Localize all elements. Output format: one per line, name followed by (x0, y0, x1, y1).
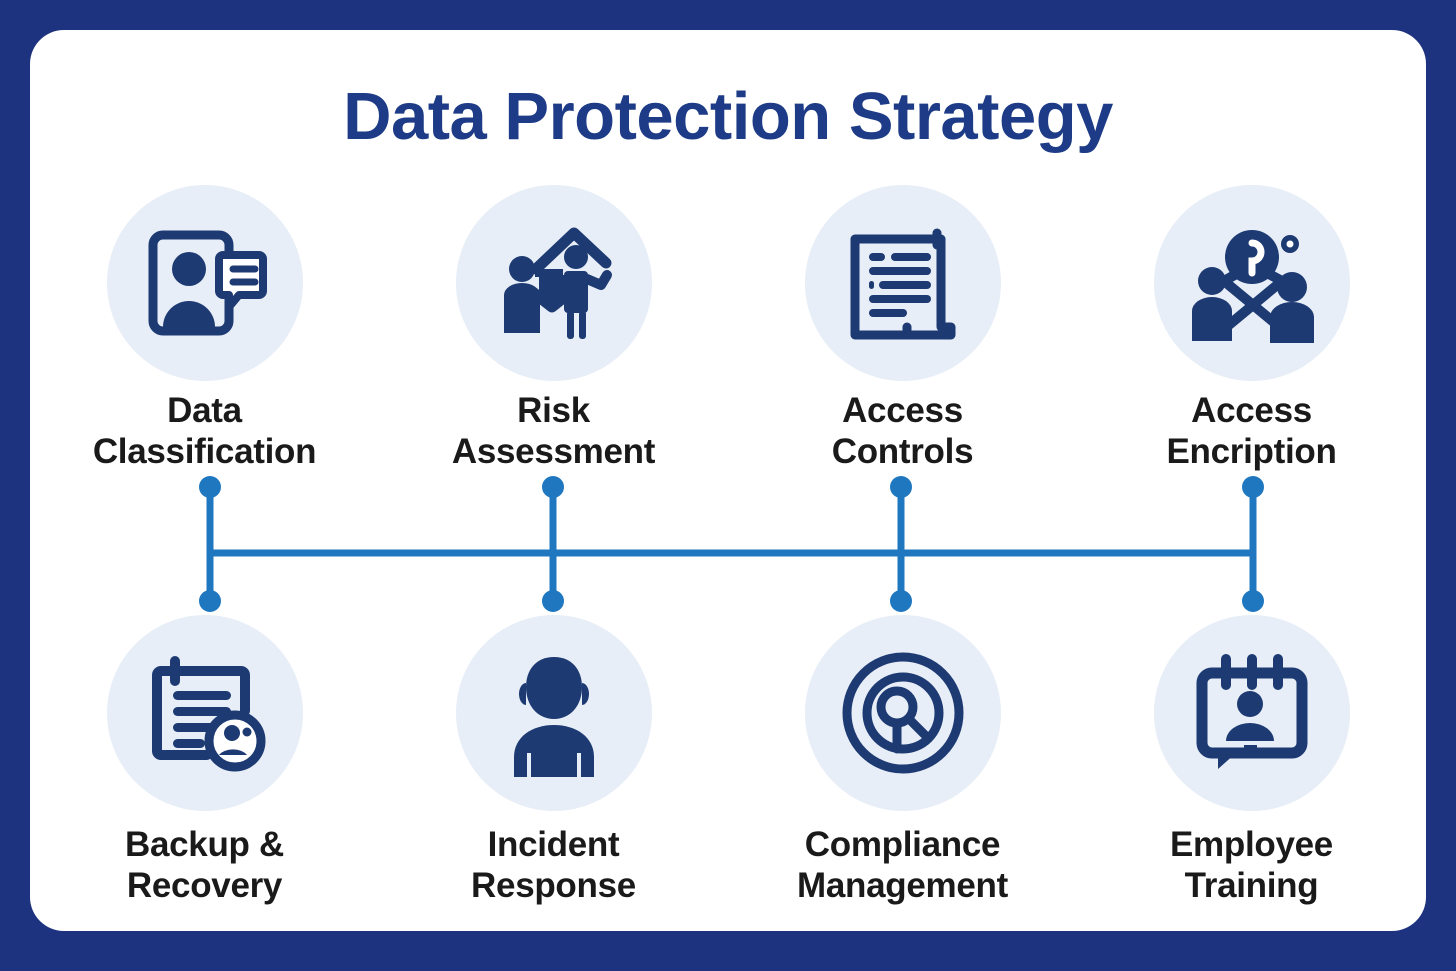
node-access-controls[interactable]: Access Controls (728, 185, 1077, 472)
connector-dot-bottom-2 (542, 590, 564, 612)
top-row: Data Classification (30, 185, 1426, 472)
document-lines-icon (850, 228, 955, 340)
connector-dot-top-1 (199, 476, 221, 498)
calendar-person-speech-icon (1196, 654, 1307, 769)
icon-circle-access-encription (1153, 185, 1350, 381)
bottom-row: Backup & Recovery (30, 615, 1426, 906)
icon-circle-compliance-management (804, 615, 1001, 811)
node-data-classification[interactable]: Data Classification (30, 185, 379, 472)
node-compliance-management[interactable]: Compliance Management (728, 615, 1077, 906)
node-label: Risk Assessment (451, 391, 656, 471)
node-backup-recovery[interactable]: Backup & Recovery (30, 615, 379, 906)
node-risk-assessment[interactable]: Risk Assessment (379, 185, 728, 472)
icon-circle-incident-response (455, 615, 652, 811)
icon-circle-access-controls (804, 185, 1001, 381)
connector-dot-top-4 (1242, 476, 1264, 498)
icon-circle-backup-recovery (106, 615, 303, 811)
node-label: Access Encription (1166, 391, 1337, 471)
node-label: Backup & Recovery (124, 825, 285, 905)
infographic-card: Data Protection Strategy (30, 30, 1426, 931)
id-card-person-speech-bubble-icon (148, 230, 267, 336)
node-access-encription[interactable]: Access Encription (1077, 185, 1426, 472)
node-label: Compliance Management (797, 825, 1008, 905)
two-people-network-lock-icon (1191, 230, 1314, 343)
icon-circle-employee-training (1153, 615, 1350, 811)
node-label: Employee Training (1170, 825, 1333, 905)
node-incident-response[interactable]: Incident Response (379, 615, 728, 906)
target-magnifier-icon (842, 652, 963, 774)
connector-dot-bottom-1 (199, 590, 221, 612)
connector-dot-top-2 (542, 476, 564, 498)
icon-circle-data-classification (106, 185, 303, 381)
connector-dot-top-3 (890, 476, 912, 498)
page-title: Data Protection Strategy (343, 79, 1113, 154)
person-silhouette-icon (513, 657, 594, 777)
connector-dot-bottom-3 (890, 590, 912, 612)
two-people-crane-box-icon (503, 227, 612, 339)
node-label: Data Classification (92, 391, 317, 471)
connector-dot-bottom-4 (1242, 590, 1264, 612)
clipboard-lines-user-badge-icon (151, 656, 265, 772)
node-employee-training[interactable]: Employee Training (1077, 615, 1426, 906)
node-label: Incident Response (471, 825, 636, 905)
icon-circle-risk-assessment (455, 185, 652, 381)
node-label: Access Controls (831, 391, 974, 471)
